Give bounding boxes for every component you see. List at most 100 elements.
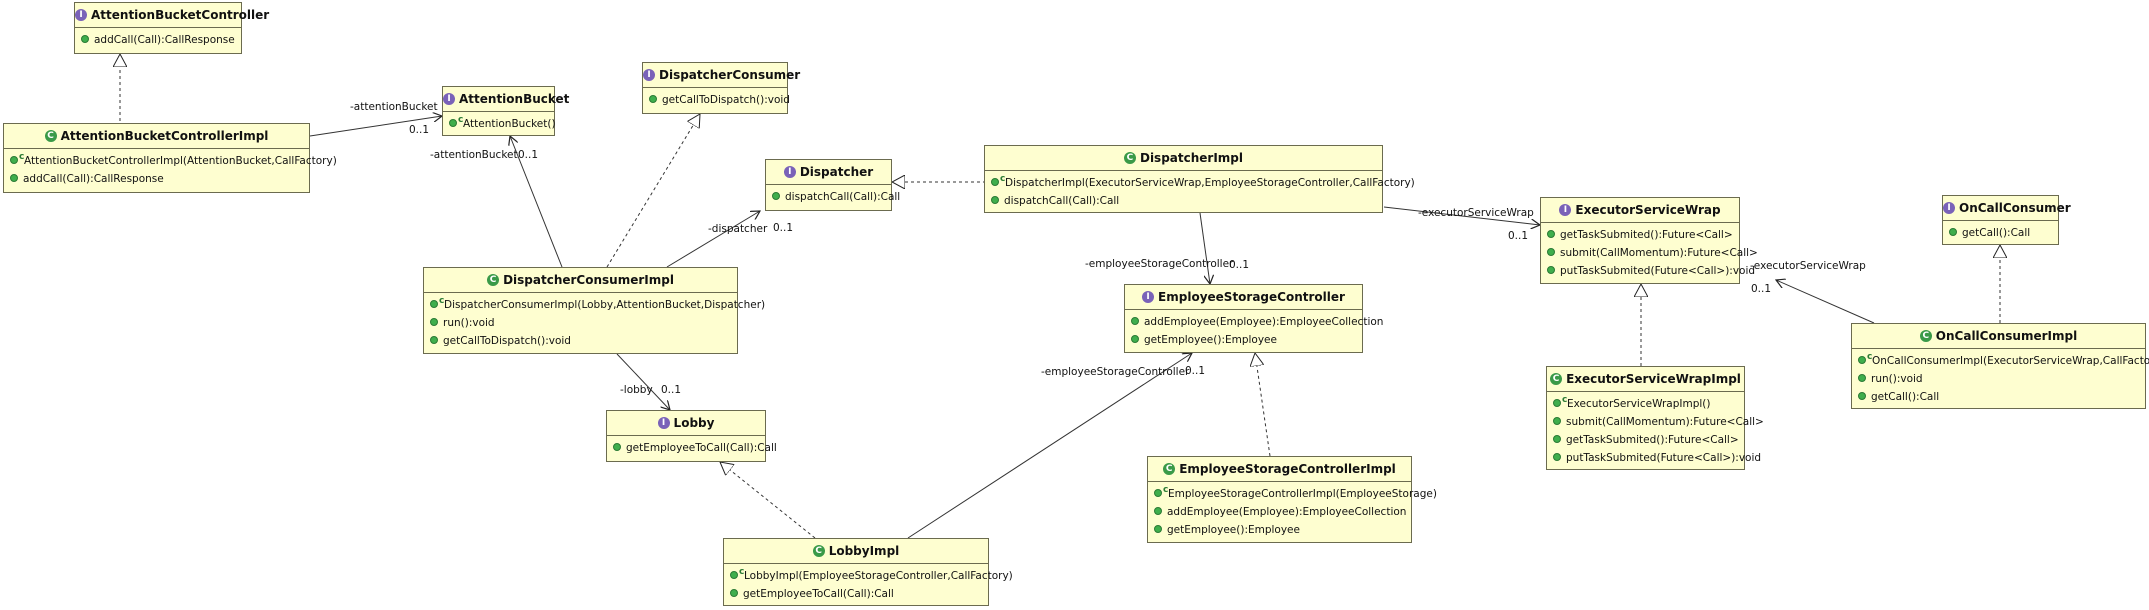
role-label-li-employee-storage-controller: -employeeStorageController (1041, 366, 1190, 378)
class-name: LobbyImpl (828, 544, 900, 558)
public-method-icon (1131, 335, 1139, 343)
multiplicity-dci-lobby: 0..1 (661, 384, 682, 396)
member-signature: getEmployeeToCall(Call):Call (626, 442, 777, 454)
method-row[interactable]: addEmployee(Employee):EmployeeCollection (1154, 503, 1407, 521)
member-signature: LobbyImpl(EmployeeStorageController,Call… (744, 570, 1013, 582)
constructor-row[interactable]: cExecutorServiceWrapImpl() (1553, 395, 1740, 413)
method-row[interactable]: putTaskSubmited(Future<Call>):void (1547, 262, 1755, 280)
constructor-row[interactable]: cEmployeeStorageControllerImpl(EmployeeS… (1154, 485, 1437, 503)
constructor-icon (991, 178, 999, 186)
constructor-row[interactable]: cAttentionBucket() (449, 115, 556, 133)
method-row[interactable]: addCall(Call):CallResponse (10, 170, 305, 188)
method-row[interactable]: getTaskSubmited():Future<Call> (1553, 431, 1740, 449)
method-row[interactable]: getCallToDispatch():void (649, 91, 790, 109)
public-method-icon (81, 35, 89, 43)
method-row[interactable]: getEmployee():Employee (1154, 521, 1407, 539)
constructor-row[interactable]: cAttentionBucketControllerImpl(Attention… (10, 152, 337, 170)
class-name: DispatcherImpl (1139, 151, 1244, 165)
assoc-occi-esw (1776, 280, 1875, 324)
member-signature: getCall():Call (1871, 391, 1940, 403)
method-row[interactable]: run():void (1858, 370, 2141, 388)
assoc-di-esw (1383, 206, 1540, 225)
member-signature: OnCallConsumerImpl(ExecutorServiceWrap,C… (1872, 355, 2149, 367)
method-row[interactable]: submit(CallMomentum):Future<Call> (1547, 244, 1758, 262)
method-row[interactable]: putTaskSubmited(Future<Call>):void (1553, 449, 1761, 467)
method-row[interactable]: getCall():Call (1858, 388, 2141, 406)
method-row[interactable]: getEmployeeToCall(Call):Call (613, 439, 777, 457)
public-method-icon (1131, 317, 1139, 325)
role-label-abci-attention-bucket: -attentionBucket (350, 101, 438, 113)
constructor-row[interactable]: cDispatcherImpl(ExecutorServiceWrap,Empl… (991, 174, 1415, 192)
member-signature: addEmployee(Employee):EmployeeCollection (1167, 506, 1407, 518)
class-name: EmployeeStorageControllerImpl (1179, 462, 1396, 476)
method-row[interactable]: getCallToDispatch():void (430, 332, 733, 350)
method-row[interactable]: getTaskSubmited():Future<Call> (1547, 226, 1735, 244)
member-signature: dispatchCall(Call):Call (1004, 195, 1120, 207)
member-signature: AttentionBucketControllerImpl(AttentionB… (24, 155, 337, 167)
class-members: addCall(Call):CallResponse (75, 28, 241, 51)
method-row[interactable]: submit(CallMomentum):Future<Call> (1553, 413, 1764, 431)
member-signature: getEmployee():Employee (1144, 334, 1277, 346)
class-icon: C (487, 273, 500, 286)
method-row[interactable]: run():void (430, 314, 733, 332)
public-method-icon (730, 589, 738, 597)
member-signature: getCallToDispatch():void (662, 94, 790, 106)
constructor-icon (1154, 489, 1162, 497)
method-row[interactable]: addEmployee(Employee):EmployeeCollection (1131, 313, 1383, 331)
constructor-marker-icon: c (1163, 485, 1169, 495)
member-signature: getTaskSubmited():Future<Call> (1560, 229, 1733, 241)
method-row[interactable]: addCall(Call):CallResponse (81, 31, 237, 49)
constructor-marker-icon: c (19, 152, 25, 162)
class-icon: C (1550, 372, 1563, 385)
class-name: AttentionBucketControllerImpl (60, 129, 269, 143)
member-signature: submit(CallMomentum):Future<Call> (1566, 416, 1764, 428)
interface-icon: I (783, 165, 796, 178)
public-method-icon (1553, 453, 1561, 461)
multiplicity-li-employee-storage-controller: 0..1 (1185, 365, 1206, 377)
method-row[interactable]: getCall():Call (1949, 224, 2054, 242)
member-signature: getCallToDispatch():void (443, 335, 571, 347)
role-label-dci-attention-bucket: -attentionBucket (430, 149, 518, 161)
member-signature: run():void (1871, 373, 1923, 385)
class-name: DispatcherConsumer (659, 68, 801, 82)
method-row[interactable]: dispatchCall(Call):Call (991, 192, 1378, 210)
constructor-row[interactable]: cDispatcherConsumerImpl(Lobby,AttentionB… (430, 296, 765, 314)
member-signature: getCall():Call (1962, 227, 2031, 239)
role-label-dci-dispatcher: -dispatcher (708, 223, 768, 235)
method-row[interactable]: getEmployeeToCall(Call):Call (730, 585, 984, 603)
class-members: cExecutorServiceWrapImpl() submit(CallMom… (1547, 392, 1764, 469)
constructor-row[interactable]: cLobbyImpl(EmployeeStorageController,Cal… (730, 567, 1013, 585)
member-signature: DispatcherConsumerImpl(Lobby,AttentionBu… (444, 299, 766, 311)
assoc-dci-lobby (616, 353, 670, 410)
constructor-icon (730, 571, 738, 579)
class-icon: C (812, 544, 825, 557)
class-members: cOnCallConsumerImpl(ExecutorServiceWrap,… (1852, 349, 2149, 408)
method-row[interactable]: getEmployee():Employee (1131, 331, 1358, 349)
multiplicity-di-executor-service-wrap: 0..1 (1508, 230, 1529, 242)
assoc-dci-ab (510, 136, 563, 268)
public-method-icon (1553, 417, 1561, 425)
constructor-row[interactable]: cOnCallConsumerImpl(ExecutorServiceWrap,… (1858, 352, 2149, 370)
interface-icon: I (1559, 203, 1572, 216)
method-row[interactable]: dispatchCall(Call):Call (772, 188, 900, 206)
